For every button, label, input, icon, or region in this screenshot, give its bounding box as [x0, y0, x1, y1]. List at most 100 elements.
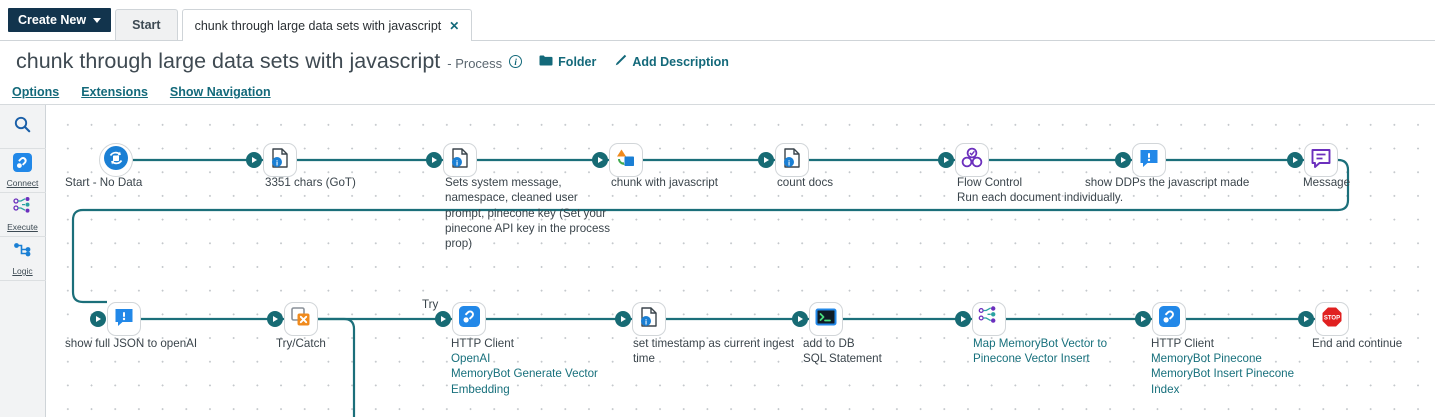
- toolbar-execute[interactable]: Execute: [0, 193, 46, 237]
- node-try-catch[interactable]: [267, 302, 318, 336]
- node-chunk-js-label: chunk with javascript: [611, 176, 718, 189]
- connector-arrow[interactable]: [758, 152, 774, 168]
- tab-process-label: chunk through large data sets with javas…: [194, 18, 442, 33]
- node-flow-control-box[interactable]: [955, 143, 989, 177]
- svg-text:i: i: [456, 158, 458, 167]
- node-add-to-db-label: add to DB SQL Statement: [803, 337, 882, 366]
- node-flow-control[interactable]: [938, 143, 989, 177]
- data-process-icon: [615, 147, 637, 174]
- node-message-box[interactable]: [1304, 143, 1338, 177]
- node-add-to-db[interactable]: [792, 302, 843, 336]
- toolbar-connect[interactable]: Connect: [0, 149, 46, 193]
- toolbar-logic-label: Logic: [12, 266, 33, 276]
- node-try-catch-label: Try/Catch: [276, 337, 326, 350]
- create-new-button[interactable]: Create New: [8, 8, 112, 32]
- pencil-icon: [613, 54, 627, 70]
- message-doc-icon: i: [781, 147, 803, 174]
- node-count-docs-box[interactable]: i: [775, 143, 809, 177]
- connector-arrow[interactable]: [90, 311, 106, 327]
- node-map-vector-label: Map MemoryBot Vector to Pinecone Vector …: [973, 337, 1108, 366]
- menu-item-extensions[interactable]: Extensions: [81, 85, 148, 99]
- connector-arrow[interactable]: [1115, 152, 1131, 168]
- connector-arrow[interactable]: [1287, 152, 1303, 168]
- message-doc-icon: i: [449, 147, 471, 174]
- process-header: chunk through large data sets with javas…: [0, 41, 1435, 105]
- node-http-openai-box[interactable]: [452, 302, 486, 336]
- logic-icon: [13, 241, 32, 265]
- node-end-continue-box[interactable]: STOP: [1315, 302, 1349, 336]
- node-message-label: Message: [1303, 176, 1351, 189]
- node-show-json[interactable]: [90, 302, 141, 336]
- tab-start[interactable]: Start: [115, 9, 178, 40]
- toolbar-search[interactable]: [0, 105, 46, 149]
- node-start-box[interactable]: [99, 143, 133, 177]
- connector-arrow[interactable]: [1298, 311, 1314, 327]
- node-http-pinecone[interactable]: [1135, 302, 1186, 336]
- message-doc-icon: i: [269, 147, 291, 174]
- message-doc-icon: i: [638, 306, 660, 333]
- connector-arrow[interactable]: [938, 152, 954, 168]
- node-show-json-box[interactable]: [107, 302, 141, 336]
- toolbar-execute-label: Execute: [7, 222, 38, 232]
- info-icon[interactable]: i: [509, 55, 523, 68]
- node-show-ddps[interactable]: [1115, 143, 1166, 177]
- node-sets-system-box[interactable]: i: [443, 143, 477, 177]
- flow-control-icon: [961, 147, 983, 174]
- node-start-label: Start - No Data: [65, 176, 143, 189]
- node-chars-got[interactable]: i: [246, 143, 297, 177]
- notify-icon: [113, 306, 135, 333]
- close-icon[interactable]: ✕: [449, 18, 460, 33]
- node-set-timestamp-box[interactable]: i: [632, 302, 666, 336]
- menu-item-options[interactable]: Options: [12, 85, 60, 99]
- toolbar-logic[interactable]: Logic: [0, 237, 46, 281]
- node-message[interactable]: [1287, 143, 1338, 177]
- node-chunk-js-box[interactable]: [609, 143, 643, 177]
- node-end-continue[interactable]: STOP: [1298, 302, 1349, 336]
- connector-arrow[interactable]: [267, 311, 283, 327]
- connector-arrow[interactable]: [246, 152, 262, 168]
- node-chars-got-label: 3351 chars (GoT): [265, 176, 356, 189]
- node-show-json-label: show full JSON to openAI: [65, 337, 198, 350]
- node-count-docs-label: count docs: [777, 176, 834, 189]
- tab-process[interactable]: chunk through large data sets with javas…: [181, 9, 473, 41]
- header-menu: Options Extensions Show Navigation: [12, 85, 271, 99]
- connector-arrow[interactable]: [615, 311, 631, 327]
- node-chars-got-box[interactable]: i: [263, 143, 297, 177]
- connector-wires: [71, 158, 1350, 417]
- node-add-to-db-box[interactable]: [809, 302, 843, 336]
- node-set-timestamp[interactable]: i: [615, 302, 666, 336]
- menu-item-show-navigation[interactable]: Show Navigation: [169, 85, 271, 99]
- connector-arrow[interactable]: [1135, 311, 1151, 327]
- tab-start-label: Start: [132, 18, 161, 32]
- node-start[interactable]: [99, 143, 133, 177]
- node-chunk-js[interactable]: [592, 143, 643, 177]
- node-map-vector-box[interactable]: [972, 302, 1006, 336]
- node-map-vector[interactable]: [955, 302, 1006, 336]
- branch-label-try: Try: [422, 298, 439, 311]
- connector-arrow[interactable]: [792, 311, 808, 327]
- process-canvas[interactable]: Try Start - No Data i 3351 chars (GoT): [47, 105, 1435, 417]
- svg-text:STOP: STOP: [1324, 315, 1340, 321]
- connector-arrow[interactable]: [426, 152, 442, 168]
- node-http-openai[interactable]: [435, 302, 486, 336]
- left-toolbar: Connect Execute: [0, 105, 46, 417]
- header-divider: [0, 104, 1435, 105]
- svg-text:i: i: [276, 158, 278, 167]
- node-http-pinecone-box[interactable]: [1152, 302, 1186, 336]
- connector-arrow[interactable]: [592, 152, 608, 168]
- connect-icon: [13, 153, 32, 177]
- map-icon: [978, 305, 1000, 333]
- folder-button[interactable]: Folder: [539, 55, 596, 69]
- node-http-openai-label: HTTP Client: [451, 337, 514, 350]
- node-try-catch-box[interactable]: [284, 302, 318, 336]
- connector-arrow[interactable]: [435, 311, 451, 327]
- node-sets-system[interactable]: i: [426, 143, 477, 177]
- node-http-pinecone-sublabel: MemoryBot Pinecone MemoryBot Insert Pine…: [1151, 352, 1295, 396]
- folder-icon: [539, 55, 553, 69]
- add-description-button[interactable]: Add Description: [613, 54, 729, 70]
- connector-arrow[interactable]: [955, 311, 971, 327]
- create-new-label: Create New: [18, 13, 87, 27]
- node-end-continue-label: End and continue: [1312, 337, 1403, 350]
- node-show-ddps-box[interactable]: [1132, 143, 1166, 177]
- node-count-docs[interactable]: i: [758, 143, 809, 177]
